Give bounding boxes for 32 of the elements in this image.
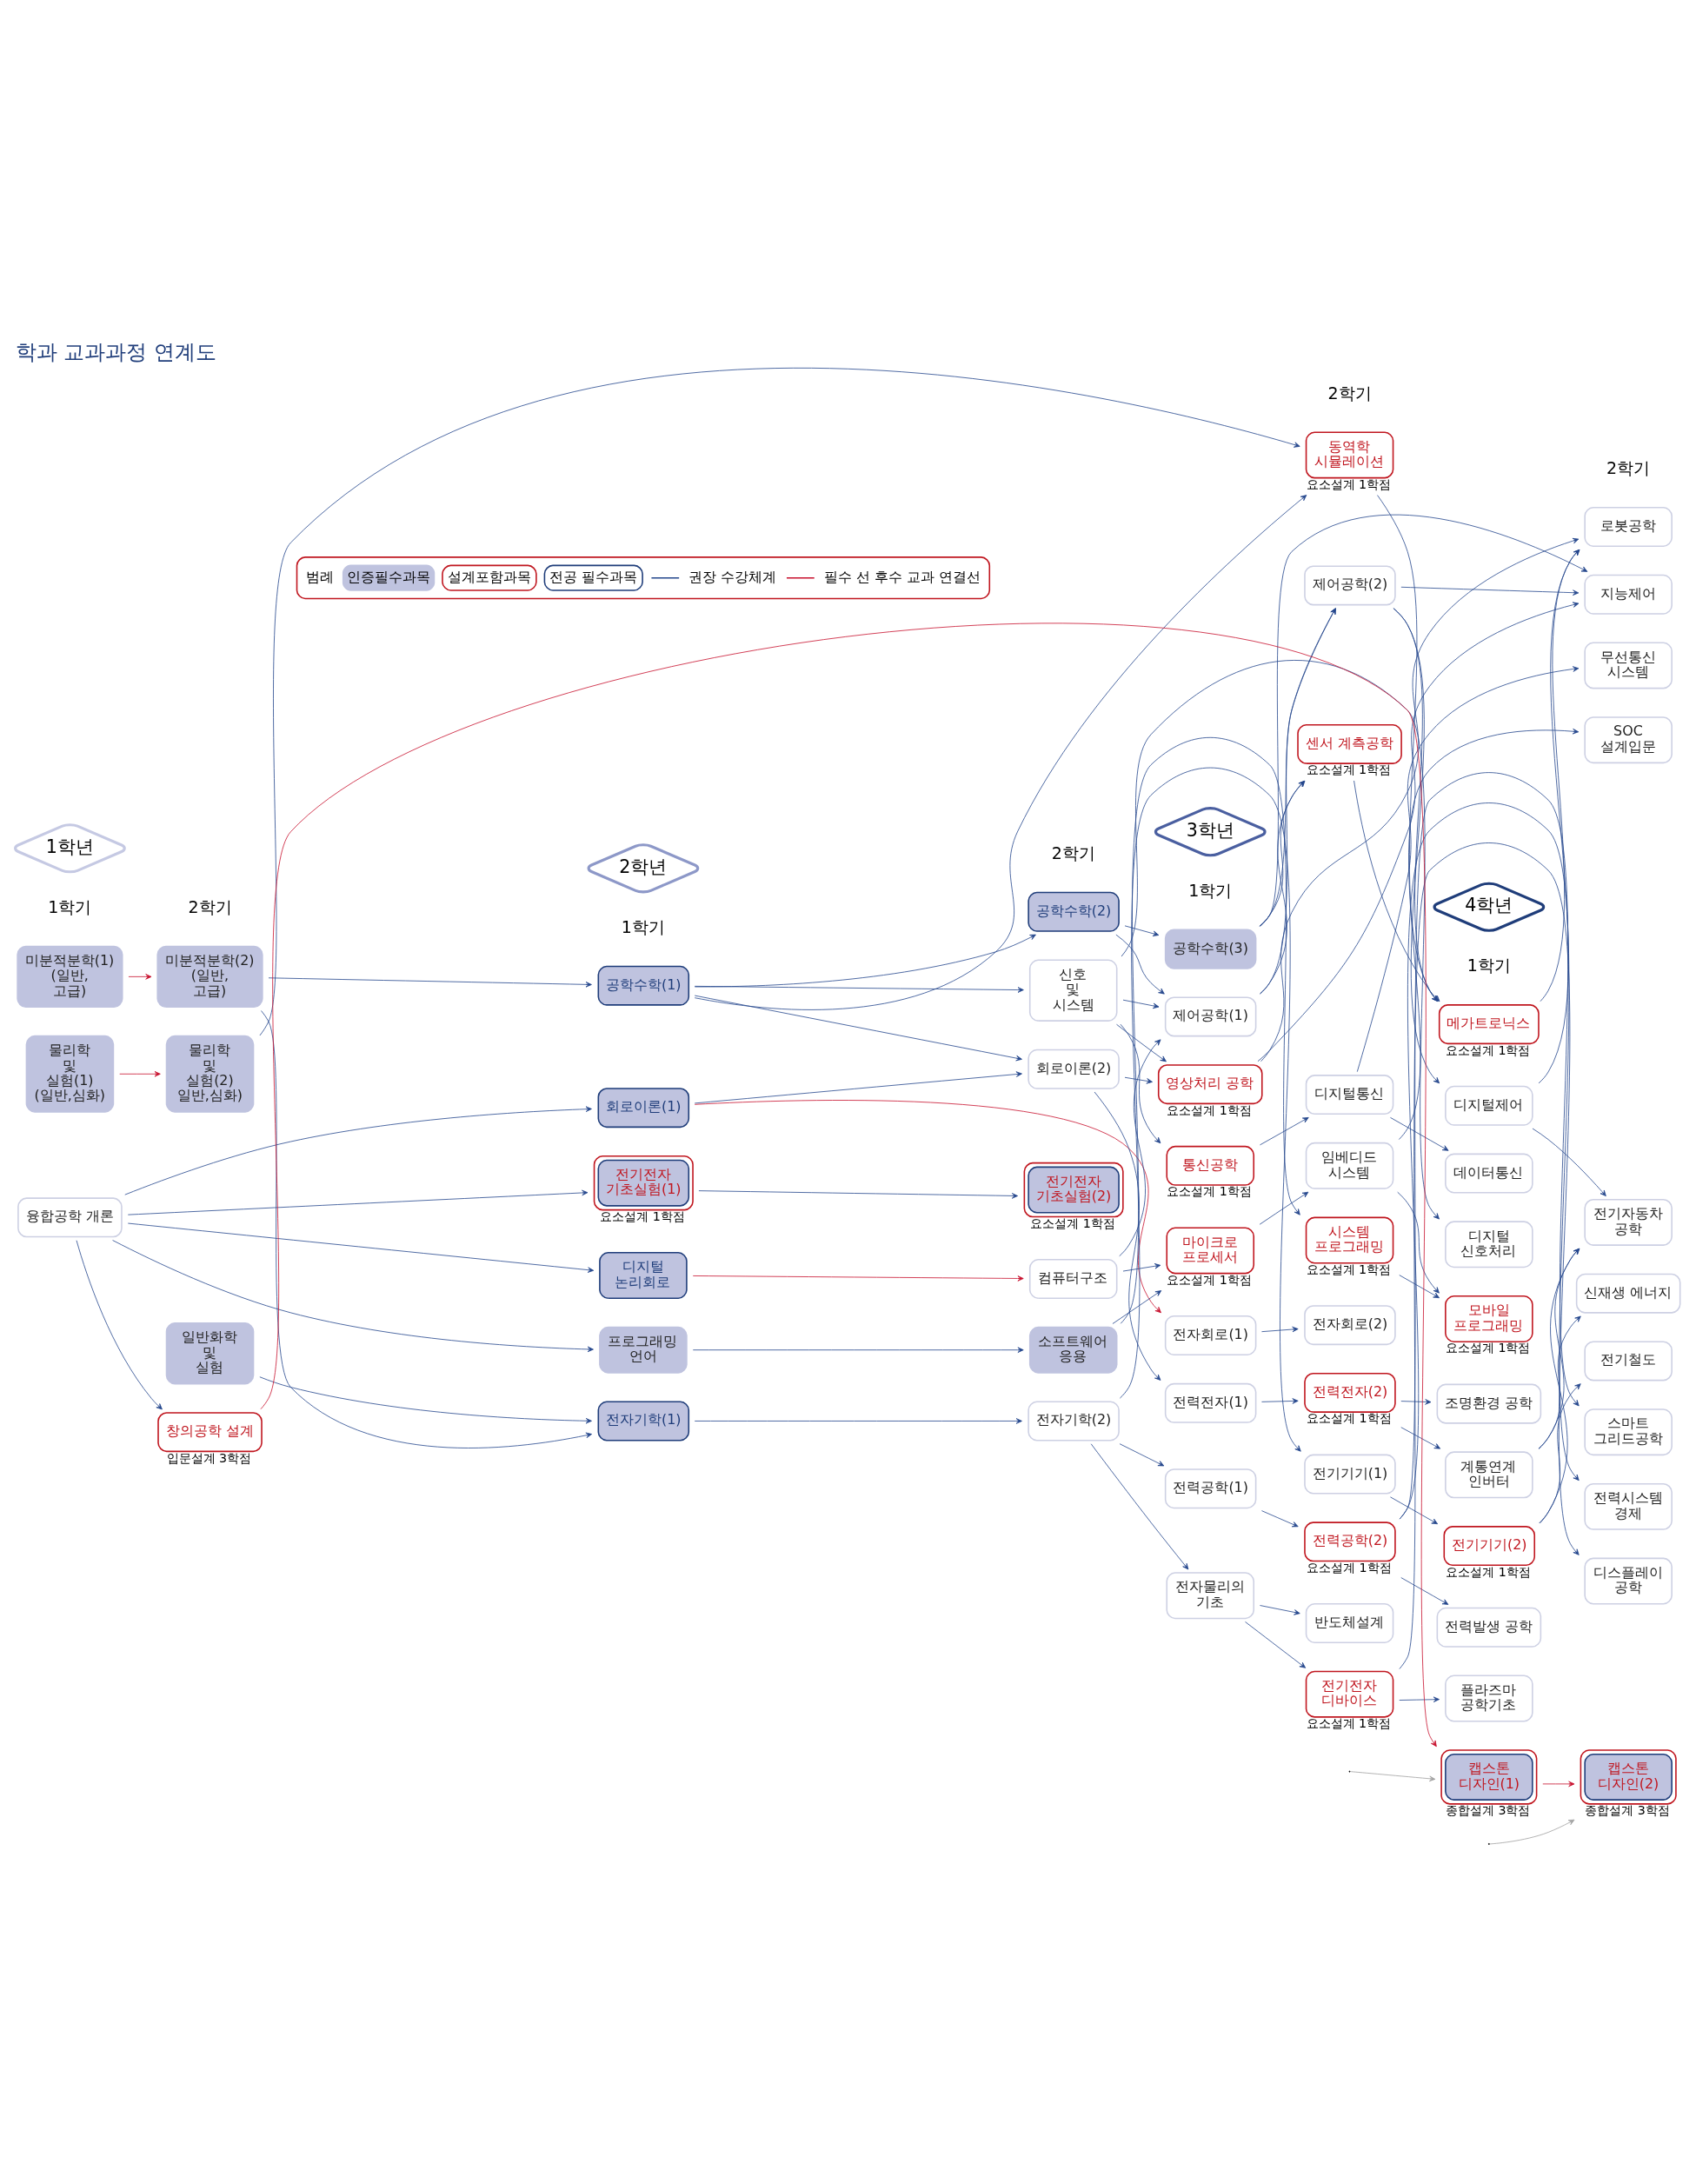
node-label: 요소설계 1학점 [1306, 476, 1391, 491]
node-label: 요소설계 1학점 [1306, 762, 1391, 777]
label: 2학기 [1606, 458, 1650, 477]
node-label: 입문설계 3학점 [166, 1450, 251, 1465]
diagram-title: 학과 교과과정 연계도 [15, 339, 216, 364]
node-label: 요소설계 1학점 [1166, 1184, 1252, 1199]
node-label: 종합설계 3학점 [1445, 1803, 1530, 1818]
label: 2학기 [1327, 383, 1372, 403]
node-label: 요소설계 1학점 [1166, 1102, 1252, 1117]
legend-label: 필수 선 후수 교과 연결선 [823, 568, 981, 585]
node-label: 요소설계 1학점 [1166, 1272, 1252, 1287]
legend-label: 전공 필수과목 [549, 568, 637, 585]
node-label: 요소설계 1학점 [1306, 1560, 1392, 1575]
legend-label: 설계포함과목 [447, 568, 531, 585]
node-label: 요소설계 1학점 [1306, 1262, 1391, 1276]
node-label: 요소설계 1학점 [1029, 1215, 1115, 1230]
node-label: 요소설계 1학점 [1445, 1042, 1530, 1057]
label: 범례 [305, 568, 334, 585]
legend-label: 인증필수과목 [346, 568, 430, 585]
label: 1학기 [1187, 880, 1232, 900]
node-label: 요소설계 1학점 [1306, 1716, 1391, 1731]
label: 1학기 [621, 916, 665, 936]
node-label: 요소설계 1학점 [1445, 1341, 1530, 1355]
node-label: 요소설계 1학점 [1445, 1564, 1531, 1579]
node-label: 요소설계 1학점 [599, 1209, 685, 1223]
legend-label: 권장 수강체계 [688, 568, 776, 585]
label: 1학기 [1467, 956, 1511, 975]
node-label: 종합설계 3학점 [1584, 1803, 1670, 1818]
node-label: 요소설계 1학점 [1306, 1411, 1392, 1426]
label: 2학기 [1051, 842, 1095, 862]
label: 1학기 [47, 896, 91, 916]
label: 2학기 [187, 896, 232, 916]
